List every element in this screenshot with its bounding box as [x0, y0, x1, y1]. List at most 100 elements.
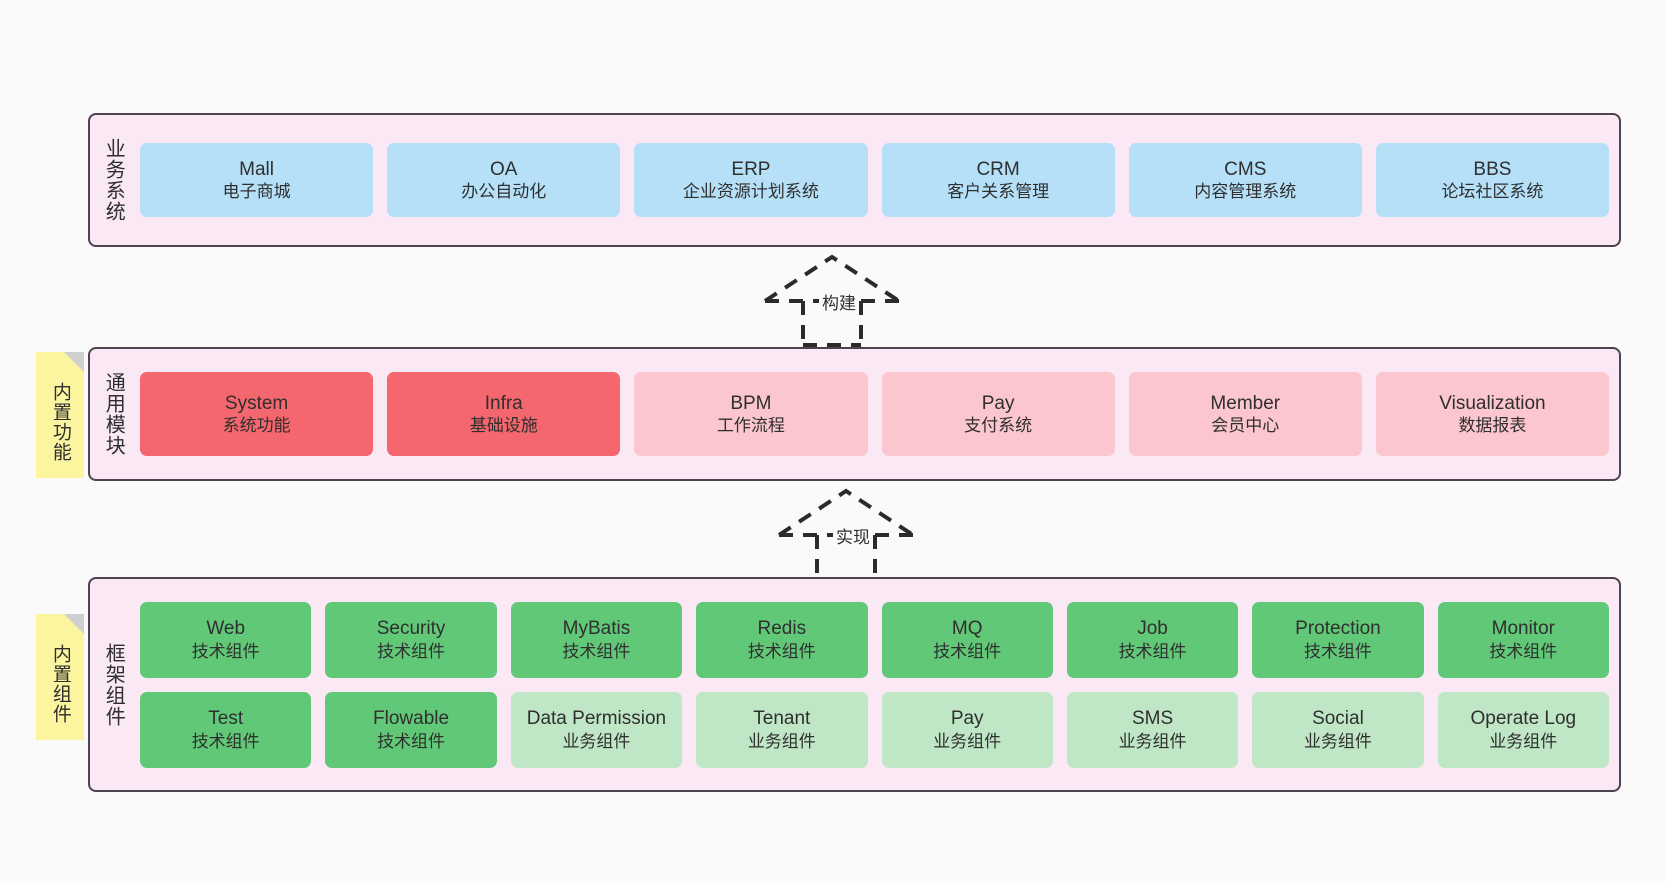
card-operate-log[interactable]: Operate Log 业务组件: [1437, 691, 1609, 768]
card-bpm[interactable]: BPM 工作流程: [634, 372, 868, 456]
arrow-triangle-left-right: [777, 488, 915, 537]
card-mybatis[interactable]: MyBatis 技术组件: [510, 601, 683, 678]
layer-common-modules: 通用模块 System 系统功能 Infra 基础设施 BPM 工作流程 Pay…: [88, 347, 1621, 481]
card-subtitle: 业务组件: [1303, 731, 1372, 751]
card-subtitle: 技术组件: [933, 641, 1002, 661]
card-title: Job: [1137, 618, 1168, 639]
card-title: Web: [206, 618, 246, 639]
connector-implement-label: 实现: [833, 523, 873, 548]
card-title: SMS: [1131, 708, 1174, 729]
card-visualization[interactable]: Visualization 数据报表: [1375, 372, 1610, 456]
card-title: Redis: [757, 618, 807, 639]
card-subtitle: 技术组件: [747, 641, 816, 661]
card-title: Social: [1312, 708, 1364, 729]
card-social[interactable]: Social 业务组件: [1252, 691, 1424, 768]
card-title: MyBatis: [562, 618, 631, 639]
card-title: Protection: [1295, 618, 1381, 639]
card-subtitle: 业务组件: [562, 731, 631, 751]
note-builtin-functions-label: 内置功能: [49, 382, 71, 462]
note-builtin-functions: 内置功能: [36, 352, 84, 478]
card-title: Security: [376, 618, 446, 639]
card-row: System 系统功能 Infra 基础设施 BPM 工作流程 Pay 支付系统…: [140, 372, 1610, 456]
card-bbs[interactable]: BBS 论坛社区系统: [1375, 143, 1610, 217]
card-subtitle: 办公自动化: [461, 182, 547, 202]
card-title: System: [224, 392, 289, 414]
card-row: Test 技术组件 Flowable 技术组件 Data Permission …: [140, 691, 1609, 768]
card-system[interactable]: System 系统功能: [140, 372, 374, 456]
card-title: Test: [208, 708, 244, 729]
card-sms[interactable]: SMS 业务组件: [1066, 691, 1239, 768]
card-subtitle: 系统功能: [222, 416, 291, 436]
card-title: BBS: [1473, 158, 1512, 180]
card-job[interactable]: Job 技术组件: [1066, 601, 1239, 678]
layer-business-systems-label: 业务系统: [102, 138, 125, 222]
card-subtitle: 客户关系管理: [947, 182, 1050, 202]
note-fold-corner-icon: [64, 352, 84, 372]
card-title: ERP: [731, 158, 771, 180]
card-subtitle: 会员中心: [1211, 416, 1280, 436]
card-subtitle: 支付系统: [964, 416, 1033, 436]
card-subtitle: 业务组件: [933, 731, 1002, 751]
card-subtitle: 业务组件: [747, 731, 816, 751]
card-protection[interactable]: Protection 技术组件: [1252, 601, 1424, 678]
layer-framework-components-label: 框架组件: [102, 642, 125, 727]
layer-framework-components-body: Web 技术组件 Security 技术组件 MyBatis 技术组件 Redi…: [136, 579, 1619, 790]
note-builtin-components: 内置组件: [36, 614, 84, 740]
card-mq[interactable]: MQ 技术组件: [881, 601, 1053, 678]
card-web[interactable]: Web 技术组件: [140, 601, 312, 678]
card-subtitle: 企业资源计划系统: [682, 182, 819, 202]
card-title: OA: [490, 158, 518, 180]
card-subtitle: 技术组件: [191, 641, 260, 661]
card-title: Operate Log: [1470, 708, 1577, 729]
card-subtitle: 技术组件: [191, 731, 260, 751]
connector-build: 构建: [757, 253, 907, 347]
card-title: Monitor: [1491, 618, 1555, 639]
card-title: MQ: [951, 618, 983, 639]
card-subtitle: 技术组件: [377, 731, 446, 751]
card-title: Member: [1210, 392, 1281, 414]
card-subtitle: 工作流程: [716, 416, 785, 436]
card-erp[interactable]: ERP 企业资源计划系统: [634, 143, 868, 217]
card-flowable[interactable]: Flowable 技术组件: [325, 691, 497, 768]
card-oa[interactable]: OA 办公自动化: [387, 143, 621, 217]
card-title: CRM: [976, 158, 1020, 180]
card-row: Web 技术组件 Security 技术组件 MyBatis 技术组件 Redi…: [140, 601, 1609, 678]
card-title: Pay: [981, 392, 1015, 414]
card-monitor[interactable]: Monitor 技术组件: [1437, 601, 1609, 678]
card-title: Tenant: [753, 708, 811, 729]
card-subtitle: 内容管理系统: [1194, 182, 1297, 202]
card-redis[interactable]: Redis 技术组件: [696, 601, 868, 678]
card-subtitle: 论坛社区系统: [1441, 182, 1544, 202]
card-tenant[interactable]: Tenant 业务组件: [696, 691, 868, 768]
layer-common-modules-body: System 系统功能 Infra 基础设施 BPM 工作流程 Pay 支付系统…: [136, 349, 1619, 479]
layer-business-systems: 业务系统 Mall 电子商城 OA 办公自动化 ERP 企业资源计划系统 CRM…: [88, 113, 1621, 247]
card-pay-module[interactable]: Pay 支付系统: [881, 372, 1115, 456]
card-cms[interactable]: CMS 内容管理系统: [1128, 143, 1362, 217]
connector-build-label: 构建: [819, 289, 859, 314]
card-title: Infra: [484, 392, 523, 414]
layer-framework-components: 框架组件 Web 技术组件 Security 技术组件 MyBatis 技术组件…: [88, 577, 1621, 792]
card-infra[interactable]: Infra 基础设施: [387, 372, 621, 456]
card-title: BPM: [730, 392, 772, 414]
card-title: Visualization: [1439, 392, 1546, 414]
card-subtitle: 技术组件: [1489, 641, 1558, 661]
card-pay-component[interactable]: Pay 业务组件: [881, 691, 1053, 768]
card-member[interactable]: Member 会员中心: [1128, 372, 1362, 456]
card-mall[interactable]: Mall 电子商城: [140, 143, 374, 217]
card-subtitle: 技术组件: [1118, 641, 1187, 661]
card-title: CMS: [1224, 158, 1267, 180]
card-test[interactable]: Test 技术组件: [140, 691, 312, 768]
card-title: Flowable: [373, 708, 450, 729]
connector-implement: 实现: [771, 487, 921, 581]
layer-common-modules-label: 通用模块: [102, 372, 125, 456]
card-subtitle: 业务组件: [1489, 731, 1558, 751]
card-title: Mall: [239, 158, 274, 180]
note-fold-corner-icon: [64, 614, 84, 634]
card-security[interactable]: Security 技术组件: [325, 601, 497, 678]
card-crm[interactable]: CRM 客户关系管理: [881, 143, 1115, 217]
card-data-permission[interactable]: Data Permission 业务组件: [510, 691, 683, 768]
card-subtitle: 技术组件: [377, 641, 446, 661]
note-builtin-components-label: 内置组件: [49, 644, 71, 724]
card-subtitle: 电子商城: [222, 182, 291, 202]
